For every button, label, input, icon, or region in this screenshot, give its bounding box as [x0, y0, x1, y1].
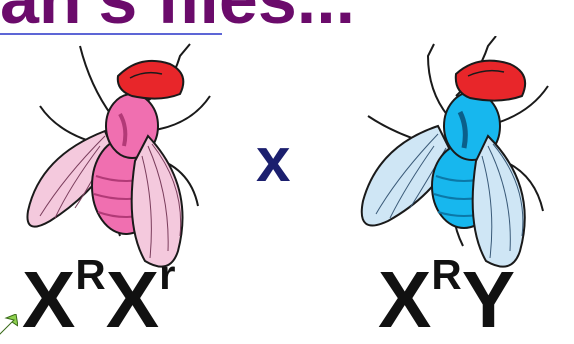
female-fly-eyes: [118, 61, 184, 99]
male-fly-illustration: [338, 36, 568, 276]
male-genotype: XRY: [378, 260, 515, 340]
slide-title: an's flies...: [0, 0, 355, 34]
male-fly-right-wing: [473, 136, 525, 267]
cross-symbol: x: [256, 130, 290, 192]
male-genotype-base-2: Y: [462, 255, 515, 344]
title-underline: [0, 33, 222, 35]
male-genotype-allele-1: R: [431, 251, 461, 298]
female-genotype-allele-2: r: [159, 251, 175, 298]
female-genotype: XRXr: [22, 260, 175, 340]
corner-arrow-icon: [0, 314, 18, 338]
female-genotype-allele-1: R: [75, 251, 105, 298]
female-genotype-base-1: X: [22, 255, 75, 344]
male-genotype-base-1: X: [378, 255, 431, 344]
female-genotype-base-2: X: [106, 255, 159, 344]
female-fly-right-wing: [132, 136, 183, 267]
male-fly-eyes: [456, 61, 525, 101]
female-fly-illustration: [20, 36, 230, 276]
